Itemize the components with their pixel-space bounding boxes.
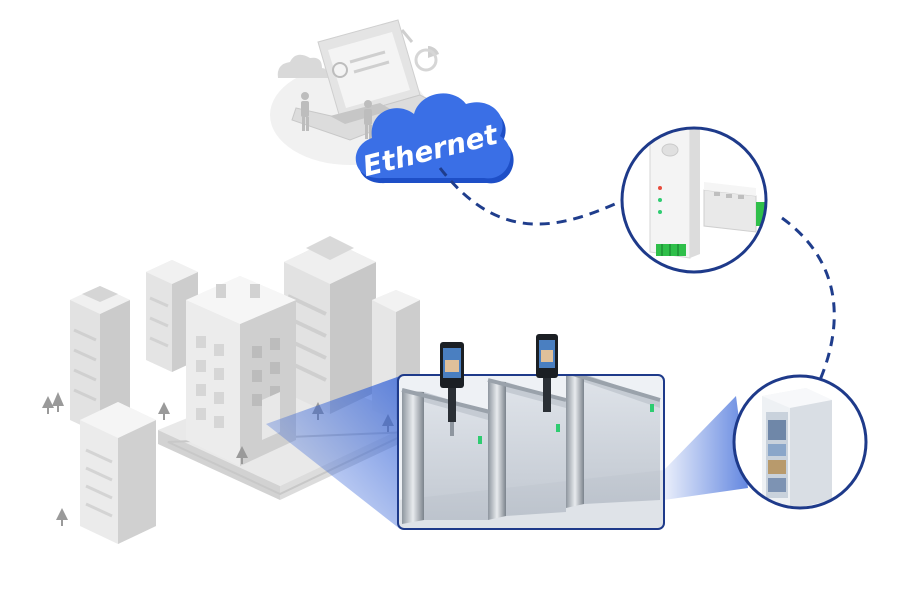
turnstile-gates-photo bbox=[397, 334, 665, 530]
control-cabinet-device bbox=[732, 374, 868, 510]
building-front bbox=[80, 402, 156, 544]
building-far-left bbox=[70, 286, 130, 434]
link-module-to-cabinet bbox=[781, 216, 836, 381]
beam-gates-to-cabinet bbox=[664, 396, 748, 500]
face-terminal-2 bbox=[536, 334, 558, 412]
link-cloud-to-module bbox=[438, 167, 629, 226]
face-terminal-1 bbox=[440, 342, 464, 436]
beam-building-to-gates bbox=[266, 376, 400, 529]
building-left bbox=[146, 260, 198, 372]
building-main bbox=[186, 276, 296, 466]
ethernet-cloud-icon: Ethernet bbox=[355, 93, 514, 184]
office-workspace-icon bbox=[270, 19, 442, 165]
network-module-device bbox=[620, 126, 768, 274]
